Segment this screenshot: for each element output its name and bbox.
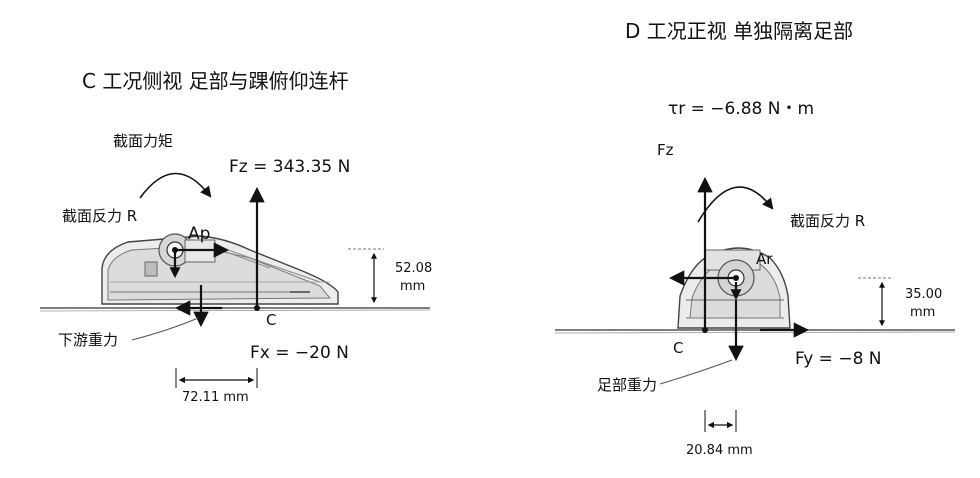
left-moment-arrow	[139, 172, 212, 199]
right-gravity-label: 足部重力	[597, 376, 658, 394]
right-torque-label: τr = −6.88 N・m	[668, 99, 815, 119]
right-height-dimension	[858, 277, 892, 327]
right-height-unit: mm	[910, 305, 936, 320]
left-gravity-leader	[131, 317, 199, 341]
right-gravity-leader	[659, 359, 733, 385]
right-fy-label: Fy = −8 N	[795, 349, 882, 369]
right-origin-label: C	[673, 339, 684, 357]
left-gravity-label: 下游重力	[58, 331, 119, 349]
left-reaction-label: 截面反力 R	[62, 207, 138, 225]
left-fz-label: Fz = 343.35 N	[229, 157, 351, 177]
left-force-arrows	[169, 186, 265, 328]
right-fz-label: Fz	[657, 141, 674, 159]
right-width-label: 20.84 mm	[686, 443, 753, 458]
left-moment-label: 截面力矩	[113, 132, 174, 150]
left-title: C 工况侧视 足部与踝俯仰连杆	[82, 69, 349, 93]
right-point-label: Ar	[756, 250, 773, 268]
right-ground-line	[554, 329, 956, 334]
left-width-dimension	[175, 368, 258, 388]
left-width-label: 72.11 mm	[182, 390, 249, 405]
left-fx-label: Fx = −20 N	[250, 343, 349, 363]
right-reaction-label: 截面反力 R	[790, 212, 866, 230]
left-height-unit: mm	[400, 279, 426, 294]
left-point-label: Ap	[188, 224, 211, 244]
right-moment-arrow	[697, 186, 774, 223]
left-height-value: 52.08	[395, 261, 433, 276]
left-height-dimension	[348, 248, 384, 304]
right-force-arrows	[668, 176, 810, 362]
left-ground-line	[39, 307, 431, 312]
right-height-value: 35.00	[905, 287, 943, 302]
right-title: D 工况正视 单独隔离足部	[625, 19, 854, 43]
left-foot-sketch	[101, 233, 339, 305]
right-foot-sketch	[677, 247, 791, 329]
right-width-dimension	[704, 410, 737, 432]
left-origin-label: C	[266, 311, 277, 329]
